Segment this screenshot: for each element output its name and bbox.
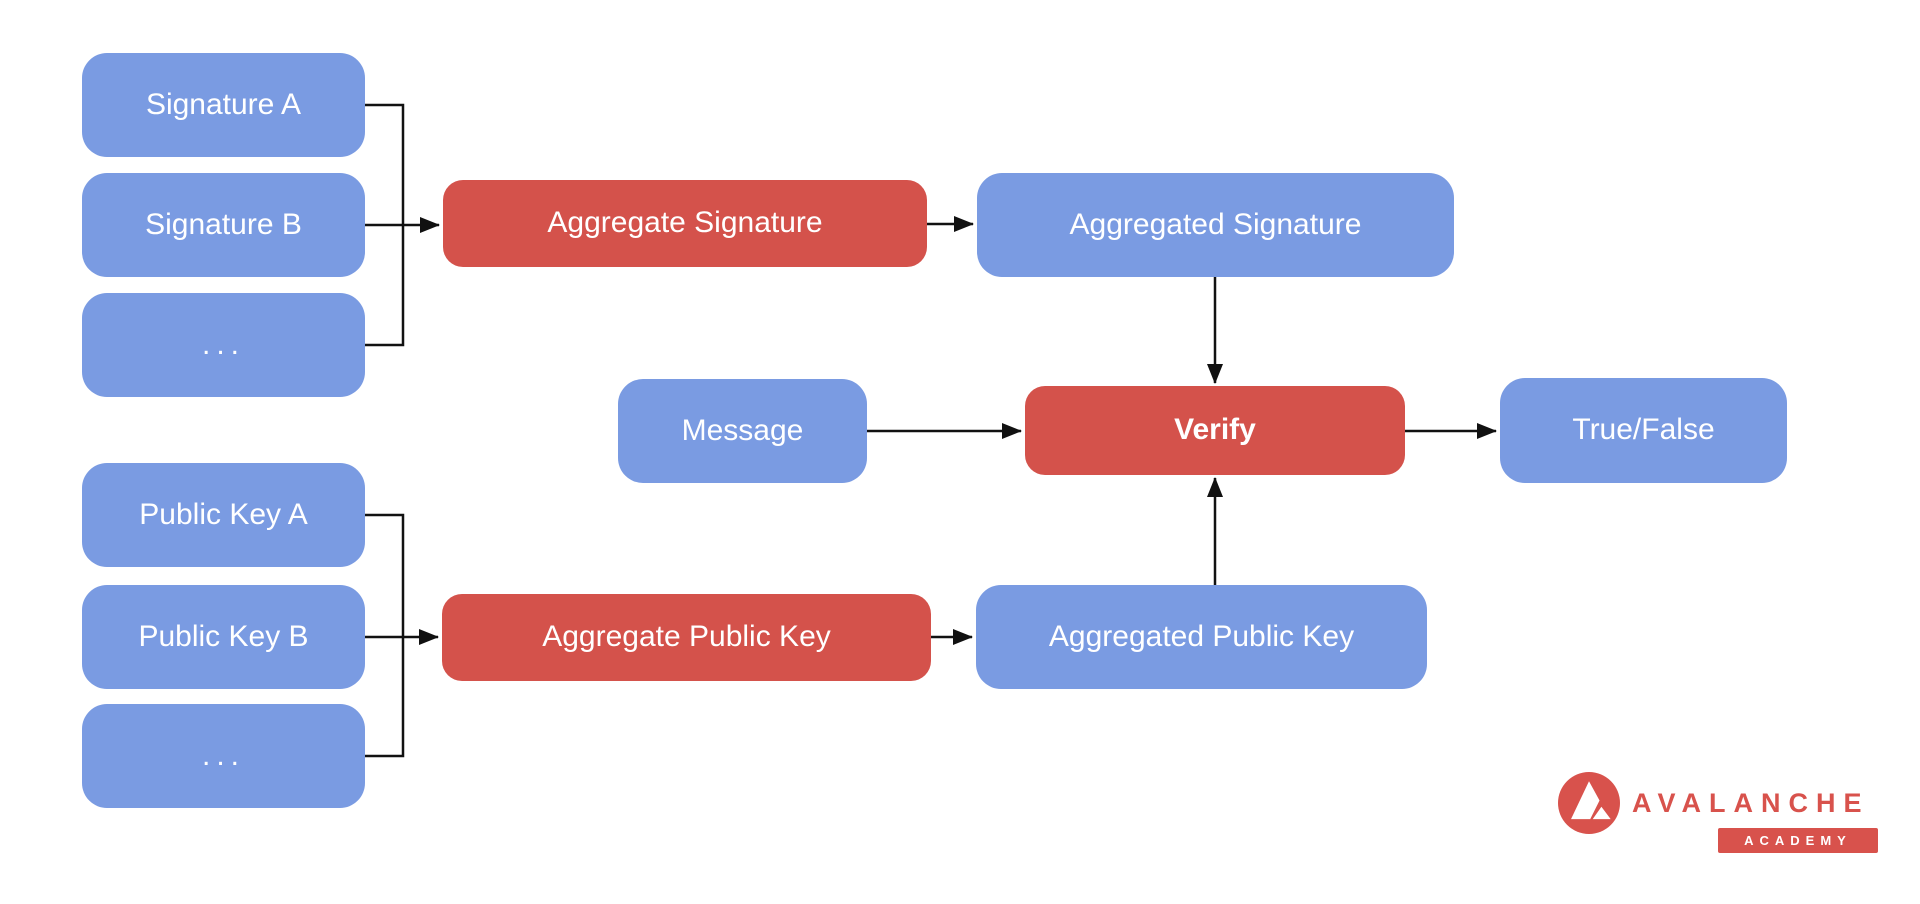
node-signature-a: Signature A xyxy=(82,53,365,157)
avalanche-logo-icon xyxy=(1558,772,1620,834)
node-aggregated-signature: Aggregated Signature xyxy=(977,173,1454,277)
avalanche-triangle-icon xyxy=(1571,781,1611,820)
node-aggregated-public-key: Aggregated Public Key xyxy=(976,585,1427,689)
node-public-key-more: ... xyxy=(82,704,365,808)
node-public-key-a: Public Key A xyxy=(82,463,365,567)
node-aggregate-signature: Aggregate Signature xyxy=(443,180,927,267)
edge-signatures-elbow xyxy=(365,103,405,347)
node-signature-more: ... xyxy=(82,293,365,397)
node-message: Message xyxy=(618,379,867,483)
node-verify: Verify xyxy=(1025,386,1405,475)
node-true-false: True/False xyxy=(1500,378,1787,483)
node-aggregate-public-key: Aggregate Public Key xyxy=(442,594,931,681)
node-public-key-b: Public Key B xyxy=(82,585,365,689)
node-signature-b: Signature B xyxy=(82,173,365,277)
logo-academy-badge: ACADEMY xyxy=(1718,828,1878,853)
logo-brand-text: AVALANCHE xyxy=(1632,788,1870,818)
edge-publickeys-elbow xyxy=(365,513,405,758)
